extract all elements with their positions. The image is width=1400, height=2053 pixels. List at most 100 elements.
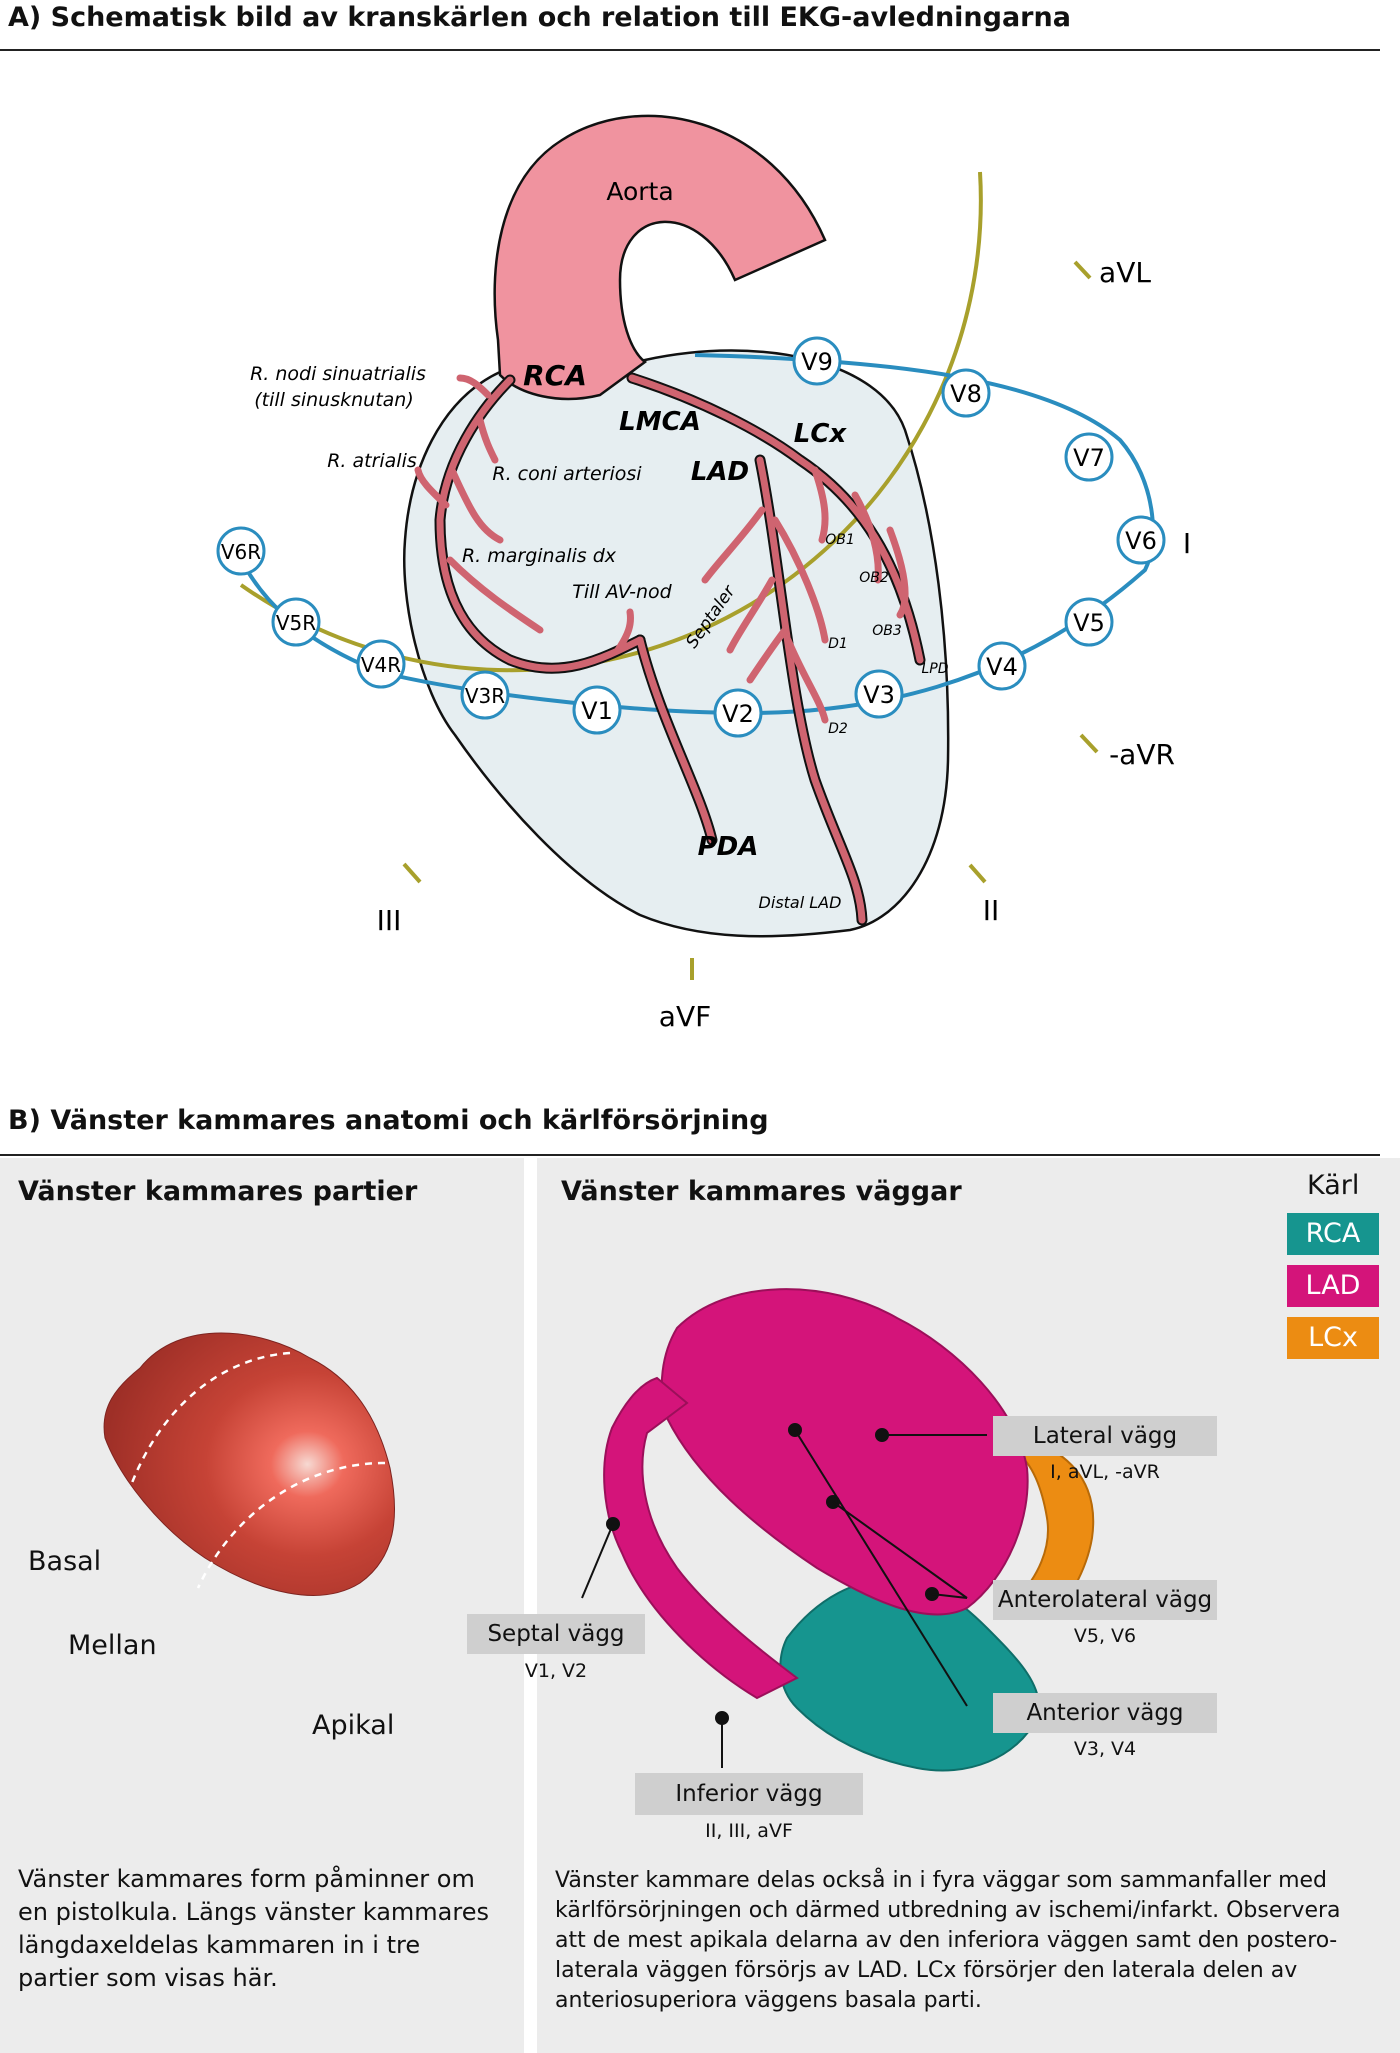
- atrialis-label: R. atrialis: [327, 450, 417, 472]
- section-a-title: A) Schematisk bild av kranskärlen och re…: [8, 2, 1071, 33]
- svg-text:V3R: V3R: [465, 684, 505, 708]
- coni-vessel: [476, 416, 499, 464]
- svg-text:V4: V4: [986, 653, 1018, 681]
- lead-v2: V2: [713, 688, 763, 738]
- wall-connectors: [581, 1423, 987, 1768]
- legend-title: Kärl: [1307, 1170, 1360, 1201]
- lead-v8: V8: [941, 368, 991, 418]
- septal-wall: [603, 1376, 799, 1700]
- lpd-label: LPD: [921, 661, 948, 677]
- d2-label: D2: [828, 721, 848, 737]
- lead-v3: V3: [854, 669, 904, 719]
- avf-label: aVF: [659, 1000, 711, 1033]
- d1-label: D1: [828, 636, 848, 652]
- septal-vessel-3: [746, 626, 789, 684]
- lead-i-label: I: [1183, 527, 1191, 560]
- lead-v4r: V4R: [356, 639, 406, 689]
- ob2-label: OB2: [859, 570, 889, 586]
- av-nod-label: Till AV-nod: [572, 581, 672, 603]
- inferior-wall-leads: II, III, aVF: [705, 1820, 793, 1842]
- anterior-wall-leads: V3, V4: [1073, 1738, 1137, 1760]
- lead-v3r: V3R: [460, 670, 510, 720]
- atrialis-vessel: [414, 466, 450, 509]
- coronary-vessels: [414, 374, 924, 924]
- mellan-label: Mellan: [68, 1630, 157, 1661]
- lead-v7: V7: [1064, 432, 1114, 482]
- lmca-label: LMCA: [619, 407, 701, 437]
- ventricle-walls-title: Vänster kammares väggar: [561, 1176, 962, 1207]
- pda-label: PDA: [698, 832, 759, 862]
- marginalis-label: R. marginalis dx: [462, 545, 617, 567]
- svg-text:V5R: V5R: [276, 611, 316, 635]
- septal-vessel-2: [726, 576, 776, 654]
- svg-text:V6: V6: [1125, 527, 1157, 555]
- section-b-rule: [0, 1154, 1380, 1156]
- section-a-rule: [0, 49, 1380, 51]
- svg-text:V4R: V4R: [361, 653, 401, 677]
- coni-label: R. coni arteriosi: [492, 463, 642, 485]
- av-nod-vessel: [614, 608, 634, 654]
- septal-wall-leads: V1, V2: [524, 1660, 588, 1682]
- d1-vessel: [771, 516, 829, 644]
- ventricle-walls-panel: Vänster kammares väggar Kärl RCA LAD LCx: [467, 1158, 1400, 2053]
- lead-v4: V4: [977, 641, 1027, 691]
- lateral-wall-leads: I, aVL, -aVR: [1050, 1461, 1160, 1483]
- anterolateral-connector-2: [931, 1593, 968, 1599]
- lcx-label: LCx: [794, 419, 848, 449]
- pda-vessel: [636, 636, 716, 844]
- heart-outline: [403, 349, 950, 938]
- marginalis-vessel-2: [446, 556, 544, 634]
- septal-connector: [581, 1523, 614, 1599]
- d2-vessel: [784, 636, 829, 724]
- legend-rca: RCA: [1287, 1213, 1379, 1255]
- nodi-label-1: R. nodi sinuatrialis: [250, 363, 426, 385]
- aorta-label: Aorta: [606, 177, 673, 206]
- legend-lcx: LCx: [1287, 1317, 1379, 1359]
- ventricle-walls-description: Vänster kammare delas också in i fyra vä…: [555, 1868, 1341, 2013]
- lead-v5: V5: [1064, 597, 1114, 647]
- legend-lad: LAD: [1287, 1265, 1379, 1307]
- anterior-wall-label: Anterior vägg: [993, 1693, 1217, 1733]
- lead-v1: V1: [572, 685, 622, 735]
- mellan-apikal-divider: [196, 1461, 386, 1589]
- basal-label: Basal: [28, 1546, 102, 1577]
- coronary-diagram: Aorta RCA LMCA LCx LAD PDA R. nodi sinua…: [216, 114, 1191, 1033]
- apikal-label: Apikal: [312, 1710, 395, 1741]
- inferior-wall-label: Inferior vägg: [635, 1773, 863, 1815]
- lead-v6: V6: [1116, 515, 1166, 565]
- chest-leads: V6R V5R V4R V3R V1 V2 V3 V4: [216, 336, 1166, 738]
- section-b-title: B) Vänster kammares anatomi och kärlförs…: [8, 1105, 769, 1136]
- anterior-connector: [794, 1429, 968, 1707]
- ob1-vessel: [811, 466, 829, 544]
- basal-mellan-divider: [128, 1351, 291, 1489]
- septal-vessel-1: [701, 506, 766, 584]
- lead-v9: V9: [792, 336, 842, 386]
- anterolateral-connector-1: [832, 1501, 968, 1599]
- anterolateral-wall-label: Anterolateral vägg: [993, 1580, 1217, 1620]
- ob3-label: OB3: [872, 623, 902, 639]
- lead-ii-label: II: [983, 894, 1000, 927]
- distal-lad-label: Distal LAD: [759, 893, 842, 912]
- avl-label: aVL: [1099, 256, 1151, 289]
- svg-text:V6R: V6R: [221, 540, 261, 564]
- rca-vessel: [436, 376, 644, 672]
- lad-label: LAD: [691, 457, 749, 487]
- ob1-label: OB1: [825, 532, 855, 548]
- neg-avr-label: -aVR: [1109, 738, 1175, 771]
- bullet-illustration: [103, 1332, 395, 1596]
- svg-text:V1: V1: [581, 697, 613, 725]
- lead-v6r: V6R: [216, 526, 266, 576]
- svg-text:V2: V2: [722, 700, 754, 728]
- aorta: [493, 114, 827, 401]
- nodi-vessel: [456, 374, 492, 399]
- svg-text:V9: V9: [801, 348, 833, 376]
- lcx-vessel: [628, 374, 924, 664]
- svg-text:V3: V3: [863, 681, 895, 709]
- ventricle-parts-description: Vänster kammares form påminner om en pis…: [18, 1865, 489, 1992]
- rca-label: RCA: [523, 359, 587, 392]
- ventricle-parts-title: Vänster kammares partier: [18, 1176, 418, 1207]
- lateral-wall-label: Lateral vägg: [993, 1416, 1217, 1456]
- septal-wall-label: Septal vägg: [467, 1614, 645, 1654]
- svg-text:V8: V8: [950, 380, 982, 408]
- lead-v5r: V5R: [271, 597, 321, 647]
